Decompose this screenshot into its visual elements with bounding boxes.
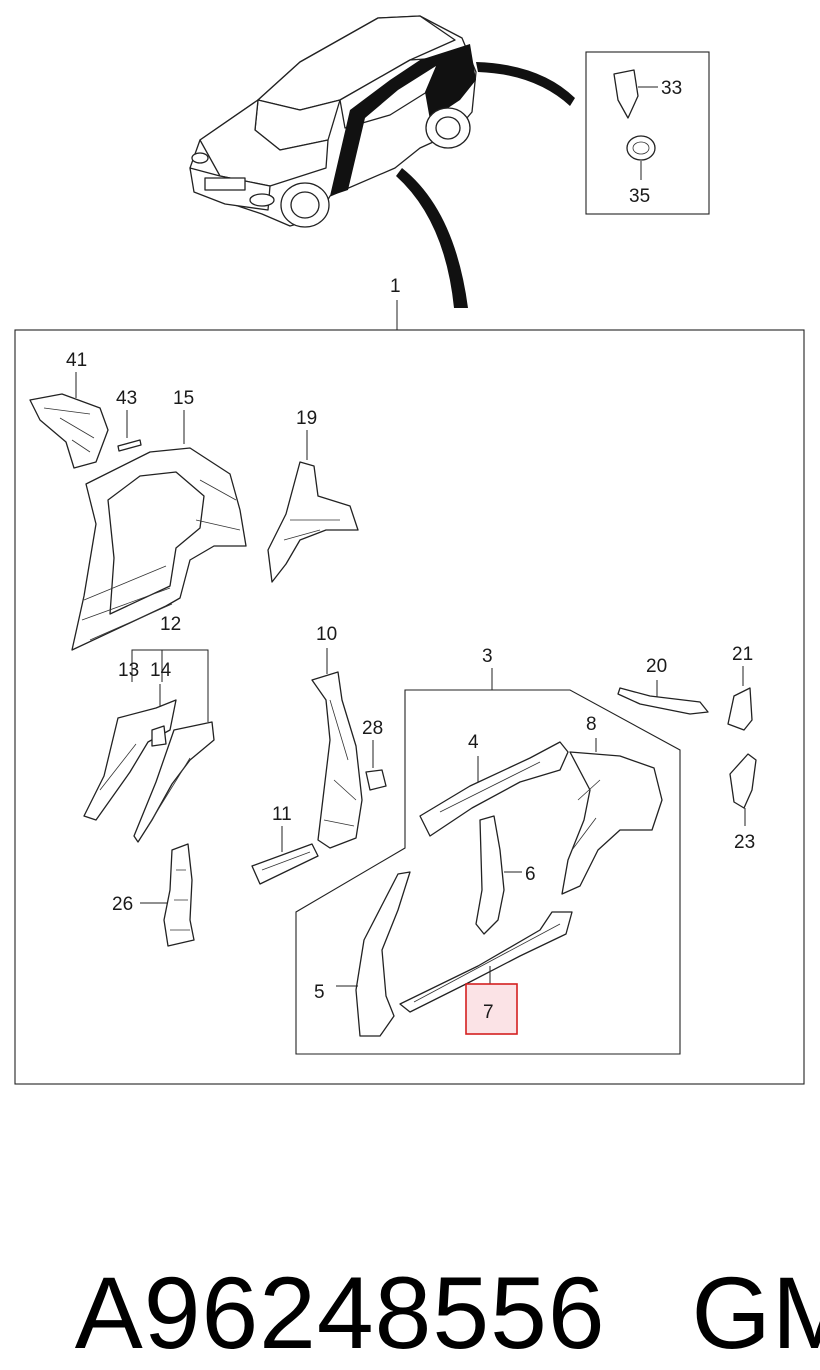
callout-8: 8 — [586, 714, 597, 735]
part-10: 10 — [311, 624, 363, 849]
part-5: 5 — [314, 871, 411, 1037]
exploded-view-svg: 33 35 1 41 43 15 19 12 13 — [14, 15, 805, 1085]
assembly-frame — [14, 329, 805, 1085]
callout-4: 4 — [468, 732, 479, 753]
brand-name: GM — [691, 1256, 820, 1370]
parts-diagram: 33 35 1 41 43 15 19 12 13 — [14, 15, 805, 1085]
callout-21: 21 — [732, 644, 753, 665]
part-28: 28 — [362, 718, 387, 791]
callout-6: 6 — [525, 864, 536, 885]
callout-1: 1 — [390, 276, 401, 297]
callout-11: 11 — [272, 804, 292, 825]
callout-35: 35 — [629, 186, 650, 207]
part-4: 4 — [419, 732, 569, 837]
callout-41: 41 — [66, 350, 87, 371]
callout-26: 26 — [112, 894, 133, 915]
callout-12: 12 — [160, 614, 181, 635]
part-43: 43 — [116, 388, 142, 452]
callout-10: 10 — [316, 624, 337, 645]
callout-15: 15 — [173, 388, 194, 409]
callout-13: 13 — [118, 660, 139, 681]
callout-7: 7 — [483, 1002, 494, 1023]
part-8: 8 — [561, 714, 663, 895]
part-21: 21 — [727, 644, 753, 731]
callout-20: 20 — [646, 656, 667, 677]
callout-19: 19 — [296, 408, 317, 429]
callout-28: 28 — [362, 718, 383, 739]
part-11: 11 — [251, 804, 319, 885]
part-23: 23 — [729, 753, 757, 853]
part-12-13-14: 12 13 14 — [83, 614, 215, 843]
part-7: 7 — [399, 911, 573, 1035]
part-number: A96248556 — [74, 1256, 606, 1370]
part-6: 6 — [475, 815, 536, 935]
callout-5: 5 — [314, 982, 325, 1003]
part-26: 26 — [112, 843, 195, 947]
part-20: 20 — [617, 656, 709, 715]
part-15: 15 — [71, 388, 247, 651]
subassembly-3: 3 — [295, 646, 681, 1055]
callout-23: 23 — [734, 832, 755, 853]
fastener-inset: 33 35 — [585, 51, 710, 215]
car-illustration — [189, 15, 575, 308]
callout-14: 14 — [150, 660, 172, 681]
highlight-box-7 — [465, 983, 518, 1035]
callout-3: 3 — [482, 646, 493, 667]
part-19: 19 — [267, 408, 359, 583]
callout-33: 33 — [661, 78, 682, 99]
callout-43: 43 — [116, 388, 137, 409]
part-41: 41 — [29, 350, 109, 469]
